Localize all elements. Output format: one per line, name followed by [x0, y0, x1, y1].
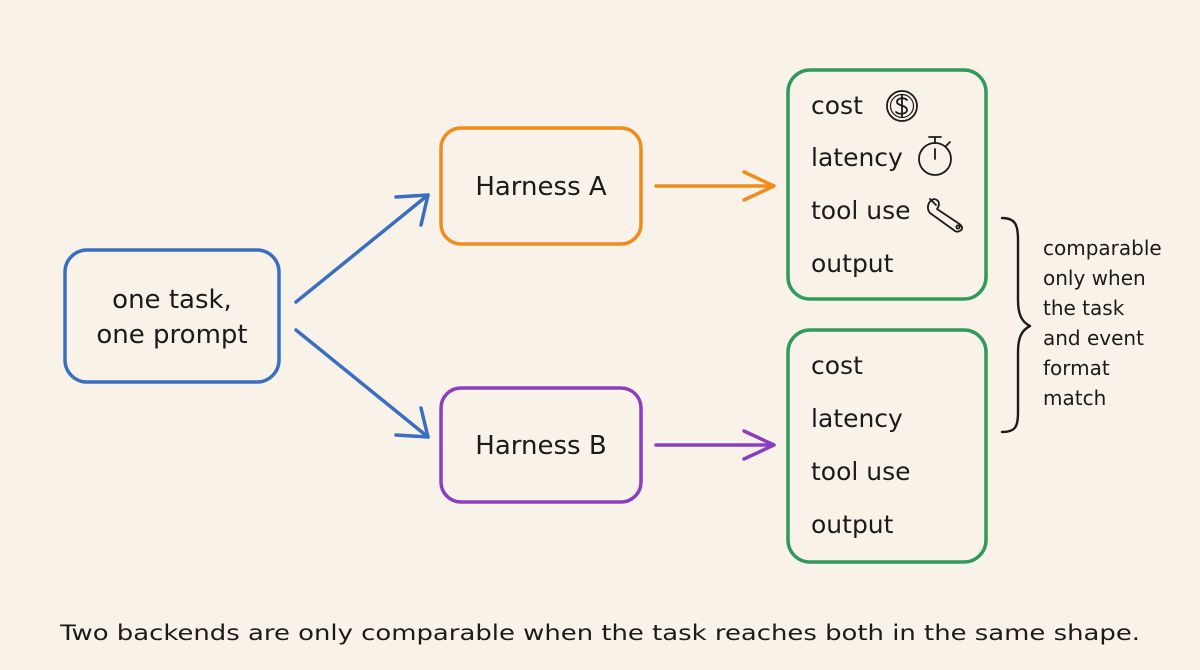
input-label-line1: one task, — [112, 285, 232, 315]
metrics-a-item-cost: cost — [811, 91, 863, 120]
arrow-harness-b-to-metrics — [654, 429, 776, 461]
metrics-b-item-cost: cost — [811, 351, 863, 380]
arrow-harness-a-to-metrics — [654, 170, 776, 202]
harness-b-label: Harness B — [475, 431, 606, 461]
metrics-b-item-latency: latency — [811, 404, 903, 433]
note-line-5: format — [1043, 356, 1110, 380]
harness-a-label: Harness A — [475, 172, 607, 202]
comparability-note: comparable only when the task and event … — [1043, 236, 1162, 410]
input-box — [63, 248, 281, 384]
note-line-1: comparable — [1043, 236, 1162, 260]
metrics-b-item-output: output — [811, 510, 894, 539]
harness-a-box — [439, 126, 643, 246]
wrench-icon — [927, 198, 964, 233]
metrics-b-item-tool-use: tool use — [811, 457, 911, 486]
note-line-6: match — [1043, 386, 1106, 410]
metrics-a-item-output: output — [811, 249, 894, 278]
arrow-input-to-harness-b — [294, 328, 430, 439]
metrics-b-panel: cost latency tool use output — [786, 328, 988, 564]
harness-b-box — [439, 386, 643, 504]
note-line-4: and event — [1043, 326, 1144, 350]
input-node: one task, one prompt — [63, 248, 281, 384]
arrow-input-to-harness-a — [294, 193, 430, 304]
harness-b-node: Harness B — [439, 386, 643, 504]
metrics-b-box — [786, 328, 988, 564]
metrics-a-box — [786, 68, 988, 301]
note-line-3: the task — [1043, 296, 1125, 320]
note-line-2: only when — [1043, 266, 1146, 290]
input-label-line2: one prompt — [96, 320, 247, 350]
dollar-coin-icon — [886, 90, 918, 122]
stopwatch-icon — [918, 136, 952, 176]
metrics-a-item-latency: latency — [811, 143, 903, 172]
grouping-brace — [1000, 216, 1032, 434]
metrics-a-panel: cost latency tool use output — [786, 68, 988, 301]
metrics-a-item-tool-use: tool use — [811, 196, 911, 225]
diagram-caption: Two backends are only comparable when th… — [59, 621, 1140, 645]
harness-a-node: Harness A — [439, 126, 643, 246]
